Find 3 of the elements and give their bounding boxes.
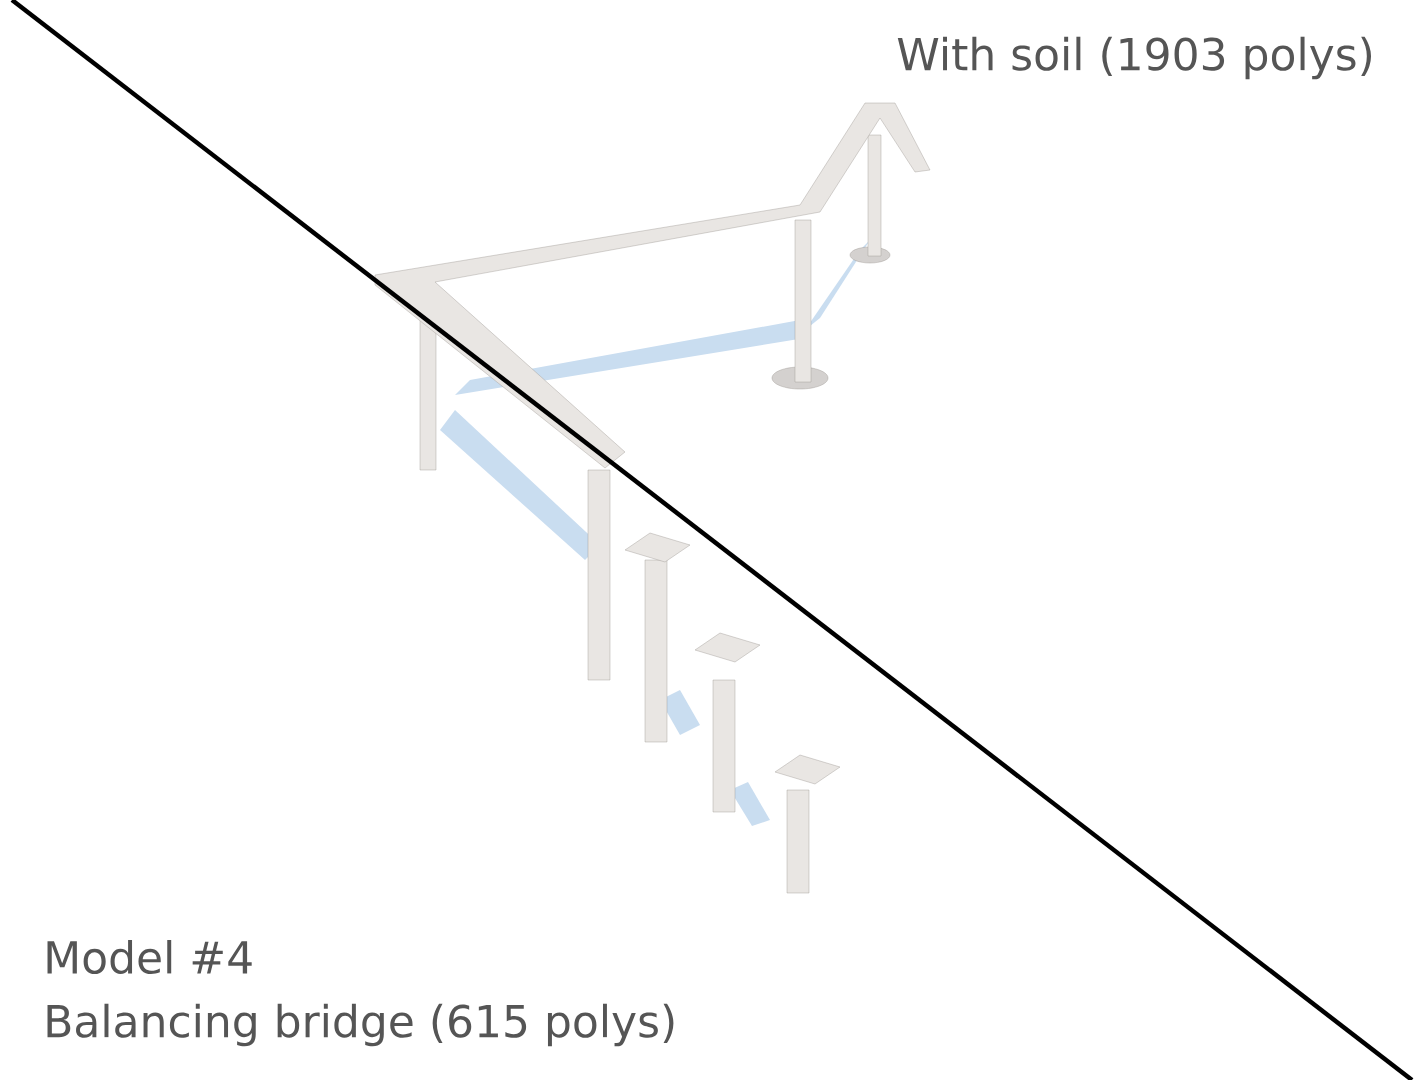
caption-text: Model #4 — [47, 940, 252, 975]
caption-text: With soil (1903 polys) — [897, 36, 1372, 80]
caption-text: Balancing bridge (615 polys) — [47, 1003, 674, 1047]
